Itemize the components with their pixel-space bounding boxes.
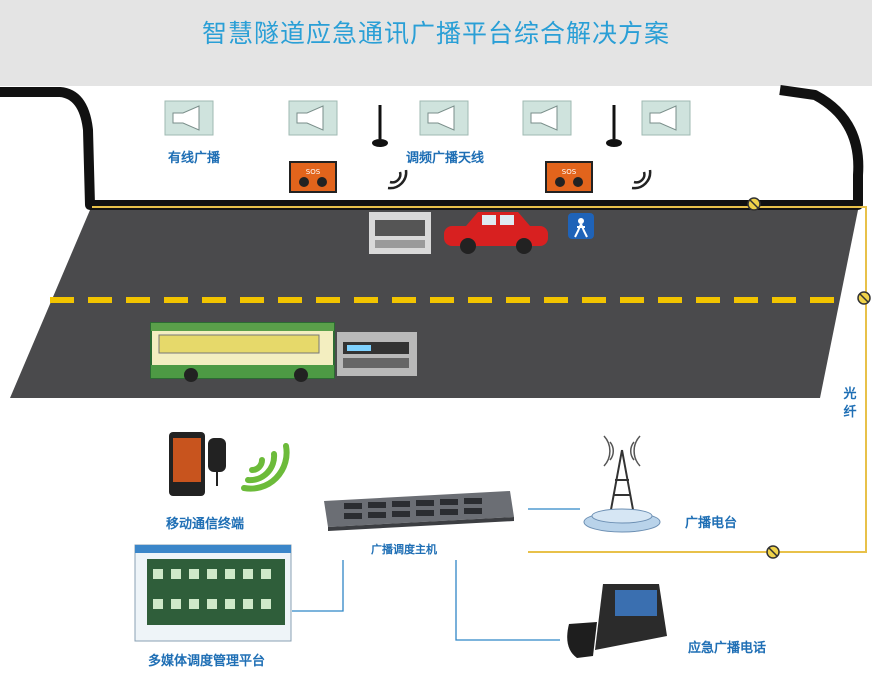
tunnel-arch	[0, 85, 864, 210]
red-car-icon	[444, 212, 548, 254]
antenna-icon	[372, 105, 388, 147]
fiber-line-right	[528, 206, 867, 553]
speaker-icon	[641, 100, 691, 136]
server-icon	[324, 491, 514, 531]
label-emergency-phone: 应急广播电话	[688, 641, 767, 656]
label-fm-antenna: 调频广播天线	[406, 151, 485, 166]
label-wired-broadcast: 有线广播	[168, 151, 221, 166]
label-host: 广播调度主机	[371, 543, 437, 556]
bus-radio-image	[337, 332, 417, 376]
signal-icon	[387, 169, 408, 190]
pedestrian-sign-icon	[568, 213, 594, 239]
header-band	[0, 0, 872, 86]
car-radio-image	[369, 212, 431, 254]
label-mobile-terminal: 移动通信终端	[166, 517, 245, 532]
label-fiber: 光纤	[843, 387, 857, 420]
wifi-signal-icon	[241, 443, 290, 492]
speaker-icon	[288, 100, 338, 136]
speaker-icon	[522, 100, 572, 136]
radio-tower-icon	[583, 435, 661, 533]
link-host-phone	[455, 560, 560, 641]
microphone-icon	[208, 438, 226, 486]
bus-icon	[150, 322, 335, 382]
svg-text:SOS: SOS	[562, 168, 577, 176]
speaker-icon	[164, 100, 214, 136]
page-title: 智慧隧道应急通讯广播平台综合解决方案	[201, 19, 670, 48]
handheld-terminal-icon	[169, 432, 205, 496]
platform-screen-image	[134, 544, 292, 642]
desk-phone-icon	[567, 584, 667, 658]
sos-phone-icon: SOS	[289, 161, 337, 193]
road-surface	[10, 210, 858, 398]
signal-icon	[631, 169, 652, 190]
antenna-icon	[606, 105, 622, 147]
link-platform-host	[292, 560, 344, 612]
speaker-icon	[419, 100, 469, 136]
sos-phone-icon: SOS	[545, 161, 593, 193]
label-multimedia-platform: 多媒体调度管理平台	[148, 654, 266, 669]
svg-text:SOS: SOS	[306, 168, 321, 176]
label-radio-station: 广播电台	[685, 516, 738, 531]
